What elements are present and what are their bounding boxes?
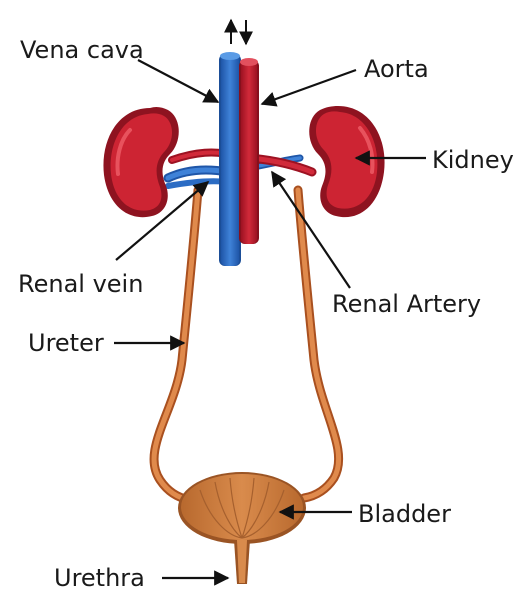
kidney-right bbox=[309, 106, 385, 218]
vena-cava bbox=[219, 52, 241, 266]
arrow-renal-artery bbox=[271, 170, 351, 289]
arrow-vena-cava bbox=[137, 59, 220, 103]
ureter-left bbox=[149, 185, 203, 505]
bladder bbox=[178, 472, 306, 544]
kidney-left bbox=[103, 106, 179, 218]
flow-arrows bbox=[224, 18, 253, 46]
arrow-renal-vein bbox=[115, 181, 210, 261]
pointer-arrows bbox=[114, 59, 426, 586]
label-urethra: Urethra bbox=[54, 564, 145, 592]
arrow-aorta bbox=[260, 68, 357, 107]
label-bladder: Bladder bbox=[358, 500, 451, 528]
aorta bbox=[239, 58, 259, 244]
label-renal-vein: Renal vein bbox=[18, 270, 144, 298]
label-vena-cava: Vena cava bbox=[20, 36, 144, 64]
ureter-right bbox=[293, 185, 343, 503]
urethra bbox=[234, 540, 250, 584]
label-aorta: Aorta bbox=[364, 55, 429, 83]
label-ureter: Ureter bbox=[28, 329, 104, 357]
label-renal-artery: Renal Artery bbox=[332, 290, 482, 318]
label-kidney: Kidney bbox=[432, 146, 514, 174]
